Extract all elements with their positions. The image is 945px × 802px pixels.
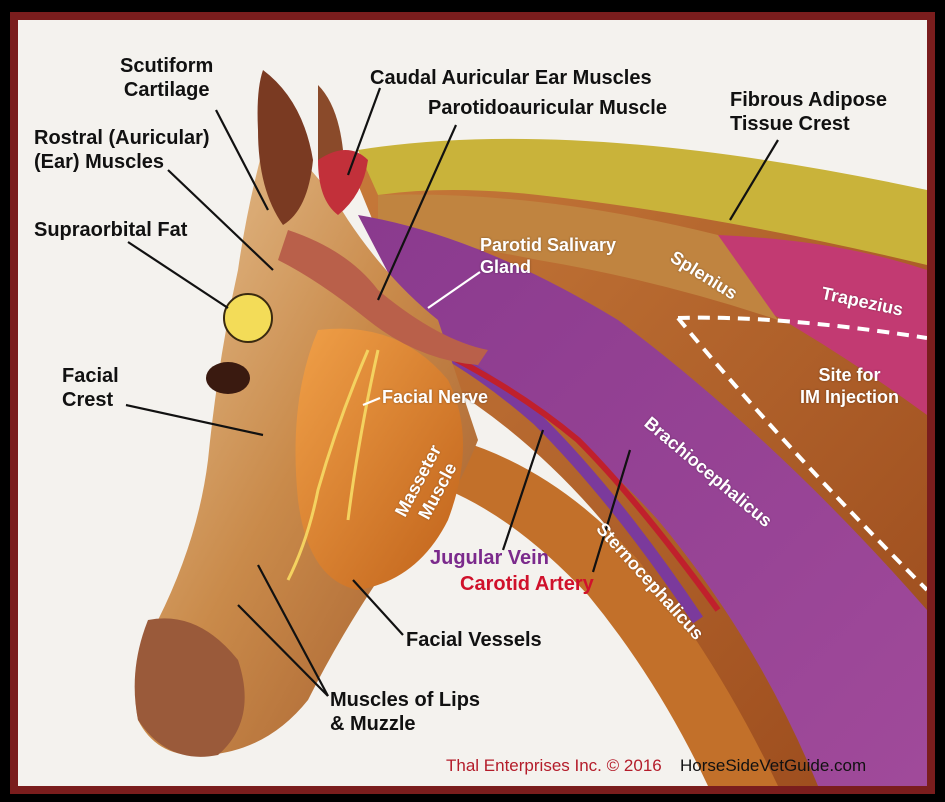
credit-line: Thal Enterprises Inc. © 2016 bbox=[446, 756, 662, 776]
label-rostral-auricular-muscles: Rostral (Auricular) (Ear) Muscles bbox=[34, 126, 210, 174]
label-supraorbital-fat: Supraorbital Fat bbox=[34, 218, 187, 242]
label-caudal-auricular-ear-muscles: Caudal Auricular Ear Muscles bbox=[370, 66, 652, 90]
label-facial-vessels: Facial Vessels bbox=[406, 628, 542, 652]
label-carotid-artery: Carotid Artery bbox=[460, 572, 594, 596]
supraorbital-fat-shape bbox=[224, 294, 272, 342]
label-facial-nerve: Facial Nerve bbox=[382, 386, 488, 408]
label-site-for-im-injection: Site for IM Injection bbox=[800, 364, 899, 408]
credit-year: 2016 bbox=[624, 756, 662, 775]
credit-site: HorseSideVetGuide.com bbox=[680, 756, 866, 776]
label-facial-crest: Facial Crest bbox=[62, 364, 119, 412]
label-parotidoauricular-muscle: Parotidoauricular Muscle bbox=[428, 96, 667, 120]
label-scutiform-cartilage: Scutiform Cartilage bbox=[120, 54, 213, 102]
label-fibrous-adipose-tissue-crest: Fibrous Adipose Tissue Crest bbox=[730, 88, 887, 136]
label-jugular-vein: Jugular Vein bbox=[430, 546, 549, 570]
credit-company: Thal Enterprises Inc. bbox=[446, 756, 602, 775]
label-muscles-of-lips-muzzle: Muscles of Lips & Muzzle bbox=[330, 688, 480, 736]
copyright-symbol: © bbox=[607, 756, 620, 775]
eye-shape bbox=[206, 362, 250, 394]
diagram-canvas: Scutiform Cartilage Caudal Auricular Ear… bbox=[18, 20, 927, 786]
label-parotid-salivary-gland: Parotid Salivary Gland bbox=[480, 234, 616, 278]
